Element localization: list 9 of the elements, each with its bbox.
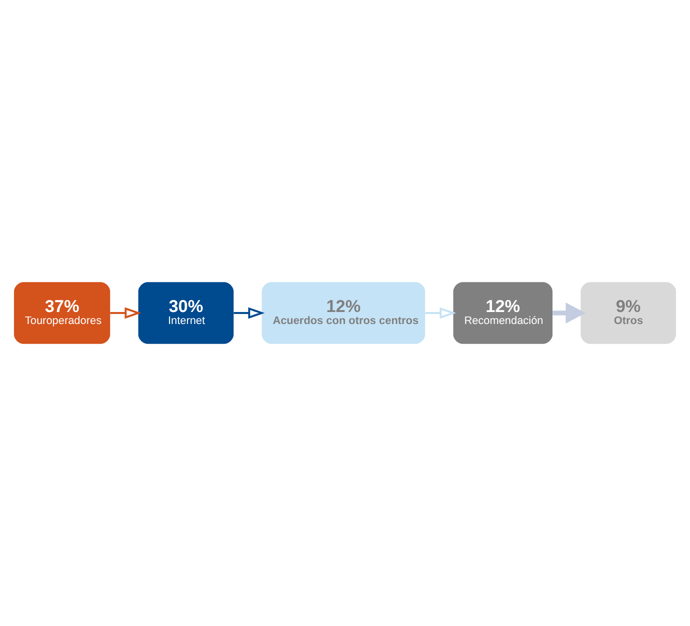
node-box: 12% Acuerdos con otros centros	[262, 282, 426, 344]
node-box: 12% Recomendación	[453, 282, 553, 344]
arrow	[110, 307, 142, 319]
arrow	[234, 307, 265, 319]
node-box: 37% Touroperadores	[14, 282, 110, 344]
node-box: 9% Otros	[580, 282, 676, 344]
node-box: 30% Internet	[138, 282, 234, 344]
arrow	[425, 307, 456, 319]
arrow	[552, 302, 586, 324]
